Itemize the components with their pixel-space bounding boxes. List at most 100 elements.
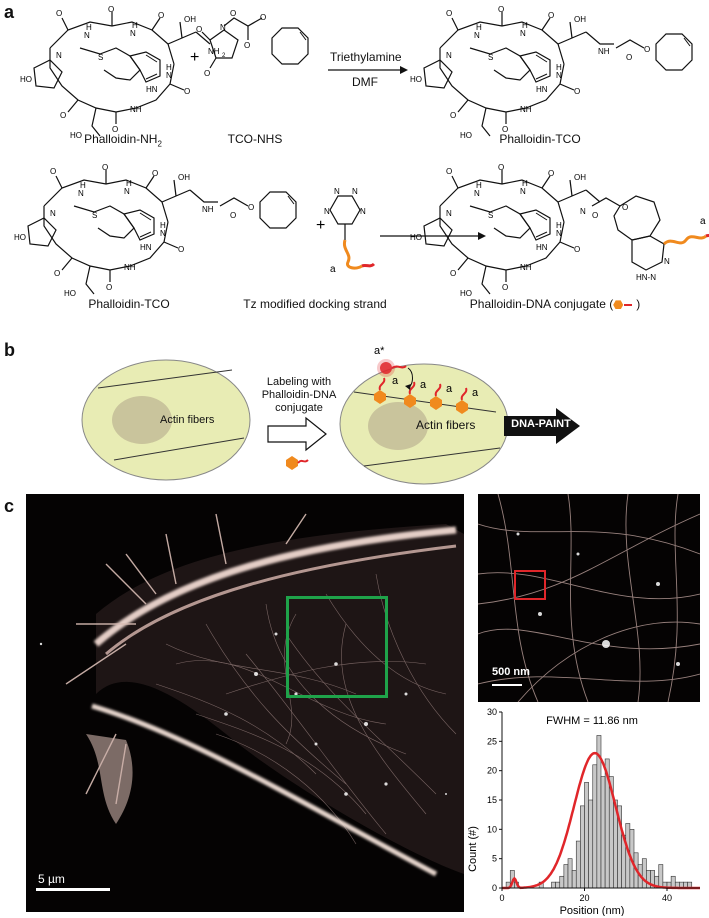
panel-b-label: b: [4, 340, 15, 360]
cell2-label: Actin fibers: [416, 418, 476, 432]
histogram-bar: [658, 864, 664, 889]
inset-scale-label: 500 nm: [492, 666, 530, 678]
arrow-label-line2: Phalloidin-DNA: [261, 389, 337, 401]
x-tick-label: 40: [662, 893, 672, 903]
labeling-arrow: [267, 416, 327, 452]
arrow-label: Labeling with Phalloidin-DNA conjugate: [254, 376, 344, 415]
histogram-bar: [670, 875, 676, 889]
histogram-bar: [571, 870, 577, 889]
svg-text:O: O: [230, 211, 236, 220]
main-super-resolution-image: 5 µm: [26, 494, 464, 912]
bound-conjugates: [374, 377, 468, 414]
svg-text:O: O: [644, 45, 650, 54]
histogram-bar: [555, 881, 561, 889]
tco-nhs-structure: O O N O O O: [196, 9, 309, 78]
conjugate-symbol-strand-icon: [624, 303, 633, 306]
nucleus-after: [368, 402, 428, 450]
caption-phalloidin-nh2: Phalloidin-NH2: [58, 132, 188, 148]
svg-text:NH: NH: [598, 47, 610, 56]
actin-render-svg: [39, 513, 464, 877]
histogram-bar: [588, 799, 594, 889]
caption-phalloidin-nh2-sub: 2: [157, 139, 162, 149]
svg-text:a: a: [330, 264, 336, 275]
histogram-bar: [584, 782, 589, 889]
svg-text:O: O: [260, 13, 266, 22]
y-tick-label: 30: [487, 707, 497, 717]
inset-scale-bar: [492, 684, 522, 686]
svg-text:N: N: [324, 207, 330, 216]
dna-paint-label: DNA-PAINT: [511, 418, 571, 430]
caption-phalloidin-dna-conjugate: Phalloidin-DNA conjugate (): [455, 297, 655, 311]
svg-text:N: N: [580, 207, 586, 216]
svg-text:N: N: [334, 187, 340, 196]
caption-conjugate-close: ): [636, 297, 641, 311]
y-tick-label: 0: [492, 883, 497, 893]
x-tick-label: 20: [579, 893, 589, 903]
caption-conjugate-text: Phalloidin-DNA conjugate (: [469, 297, 614, 311]
reaction-scheme-svg: H N H N S HN O O O O O O NH N H HO HO OH…: [13, 4, 709, 299]
panel-a-label: a: [4, 2, 15, 22]
y-tick-label: 10: [487, 824, 497, 834]
x-tick-label: 0: [499, 893, 504, 903]
y-tick-label: 20: [487, 766, 497, 776]
svg-text:N: N: [360, 207, 366, 216]
y-tick-label: 5: [492, 854, 497, 864]
svg-text:N: N: [220, 23, 226, 32]
svg-text:N: N: [664, 257, 670, 266]
reaction1-reagent-top: Triethylamine: [330, 50, 402, 64]
plus-sign-2: +: [316, 217, 325, 234]
svg-text:O: O: [622, 203, 628, 212]
svg-text:NH: NH: [202, 205, 214, 214]
nucleus-before: [112, 396, 172, 444]
svg-text:O: O: [248, 203, 254, 212]
conjugate-icon: [286, 456, 298, 470]
main-scale-bar: [36, 888, 110, 891]
caption-phalloidin-nh2-text: Phalloidin-NH: [84, 132, 158, 146]
histogram-bar: [567, 858, 573, 889]
histogram-bar: [575, 840, 581, 889]
roi-box-green: [286, 596, 388, 698]
histogram-bar: [563, 864, 569, 889]
histogram-bars: [505, 735, 693, 889]
histogram-y-label: Count (#): [467, 826, 479, 872]
dna-paint-arrow: [504, 408, 580, 444]
tetrazine-structure: N N N N a: [324, 187, 376, 275]
caption-phalloidin-tco-2: Phalloidin-TCO: [88, 297, 170, 311]
histogram-bar: [551, 881, 556, 889]
svg-text:O: O: [196, 25, 202, 34]
imager-fluorophore: [380, 362, 392, 374]
histogram-title: FWHM = 11.86 nm: [546, 715, 638, 727]
svg-text:O: O: [244, 41, 250, 50]
reaction1-reagent-bottom: DMF: [352, 75, 378, 89]
svg-text:O: O: [230, 9, 236, 18]
arrow-label-line3: conjugate: [275, 402, 323, 414]
svg-text:2: 2: [222, 53, 226, 59]
imager-label: a*: [374, 345, 385, 357]
histogram-bar: [600, 776, 606, 889]
histogram-bar: [559, 875, 565, 889]
caption-tz-docking-strand: Tz modified docking strand: [243, 297, 387, 311]
svg-text:O: O: [626, 53, 632, 62]
docking-label-3: a: [446, 383, 453, 395]
histogram-bar: [580, 805, 585, 889]
arrow-label-line1: Labeling with: [266, 376, 332, 388]
svg-text:HN-N: HN-N: [636, 273, 656, 282]
zoom-inset-image: 500 nm: [478, 494, 700, 702]
docking-label-4: a: [472, 387, 479, 399]
phalloidin-tco-structure: NH O O: [409, 4, 693, 141]
svg-text:a: a: [700, 216, 706, 227]
roi-box-red: [514, 570, 546, 600]
docking-label-2: a: [420, 379, 427, 391]
svg-text:N: N: [352, 187, 358, 196]
phalloidin-tco-structure-2: NH O O: [13, 162, 297, 299]
svg-text:O: O: [592, 211, 598, 220]
docking-label-1: a: [392, 375, 399, 387]
y-tick-label: 15: [487, 795, 497, 805]
caption-tco-nhs: TCO-NHS: [227, 132, 283, 146]
svg-text:O: O: [204, 69, 210, 78]
histogram-x-label: Position (nm): [560, 905, 625, 916]
cell1-label: Actin fibers: [160, 414, 215, 426]
phalloidin-dna-conjugate-structure: N O O HN-N N a: [409, 162, 709, 299]
